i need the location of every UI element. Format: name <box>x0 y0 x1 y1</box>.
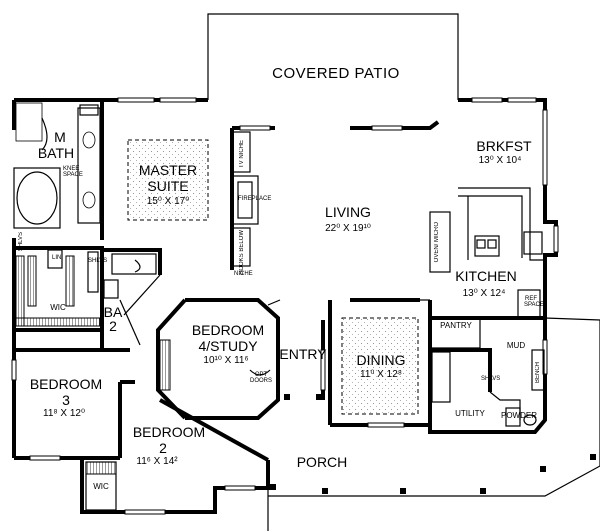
knee-space-label: KNEE SPACE <box>63 166 83 178</box>
kitchen-label: KITCHEN <box>455 268 517 284</box>
oven-micro-label: OVEN/ MICRO <box>434 222 440 263</box>
opt-doors-label: OPT DOORS <box>250 372 273 384</box>
books-below-label: BOOKS BELOW <box>239 230 245 275</box>
porch-label: PORCH <box>296 454 348 470</box>
brkfst-label: BRKFST <box>476 138 532 154</box>
covered-patio-label: COVERED PATIO <box>272 65 400 82</box>
bedroom4-size: 10¹⁰ X 11⁶ <box>203 355 249 366</box>
powder-label: POWDER <box>501 411 537 420</box>
master-suite-label-line2: SUITE <box>147 178 189 194</box>
covered-patio-outline <box>207 13 459 100</box>
bedroom3-label-line1: BEDROOM <box>29 376 103 392</box>
kitchen-size: 13⁰ X 12⁴ <box>462 288 506 299</box>
master-suite-rug-outline <box>127 139 209 221</box>
dining-label: DINING <box>356 352 406 368</box>
dining-walls <box>328 298 420 425</box>
shlvs-hall-label: SHLVS <box>88 258 108 264</box>
bench-label: BENCH <box>535 362 541 384</box>
tv-niche-label: TV NICHE <box>239 140 245 169</box>
bedroom4-label-line2: 4/STUDY <box>198 338 258 354</box>
ref-space-label: REF SPACE <box>524 296 544 308</box>
dining-size: 11⁰ X 12⁸ <box>360 369 402 380</box>
lin-label: LIN <box>52 255 62 261</box>
wic-bed2-label: WIC <box>93 482 109 491</box>
master-bath-walls <box>13 100 104 240</box>
m-bath-label-line2: BATH <box>37 145 75 161</box>
bedroom2-size: 11⁶ X 14² <box>136 456 178 467</box>
bedroom4-label-line1: BEDROOM <box>191 322 265 338</box>
living-size: 22⁰ X 19¹⁰ <box>325 223 371 234</box>
fireplace-wall <box>230 128 259 270</box>
bedroom2-label-line2: 2 <box>159 440 167 456</box>
bath-2-walls <box>100 248 162 352</box>
porch-outline <box>267 317 600 531</box>
living-rear-wall <box>232 120 440 131</box>
shlvs-utility-label: SHLVS <box>481 376 501 382</box>
wic-master-label: WIC <box>50 303 66 312</box>
entry-doors <box>320 320 326 400</box>
ba2-label-line1: BA <box>103 304 123 320</box>
bedroom3-bedroom2-walls <box>14 348 269 511</box>
kitchen-walls <box>428 187 545 349</box>
master-suite-size: 15⁰ X 17⁰ <box>146 196 190 207</box>
bedroom3-label-line2: 3 <box>62 392 70 408</box>
entry-label: ENTRY <box>279 346 327 362</box>
windows <box>11 97 559 515</box>
m-bath-label-line1: M <box>54 129 66 145</box>
niche-label: NICHE <box>234 271 253 277</box>
master-suite-label-line1: MASTER <box>138 162 198 178</box>
mud-label: MUD <box>506 341 526 350</box>
pantry-label: PANTRY <box>440 321 472 330</box>
utility-label: UTILITY <box>455 409 485 418</box>
fireplace-label: FIREPLACE <box>238 196 272 202</box>
exterior-walls <box>12 98 558 514</box>
bedroom2-label-line1: BEDROOM <box>132 424 206 440</box>
bedroom4-walls <box>156 298 280 420</box>
bedroom3-size: 11⁸ X 12⁰ <box>43 408 85 419</box>
living-label: LIVING <box>325 204 371 220</box>
utility-walls <box>430 348 545 427</box>
shlvs-left-label: SHLVS <box>18 232 24 252</box>
misc-partitions <box>267 299 430 306</box>
ba2-label-line2: 2 <box>109 318 117 334</box>
master-suite-rug <box>128 140 208 220</box>
brkfst-size: 13⁰ X 10⁴ <box>478 155 522 166</box>
